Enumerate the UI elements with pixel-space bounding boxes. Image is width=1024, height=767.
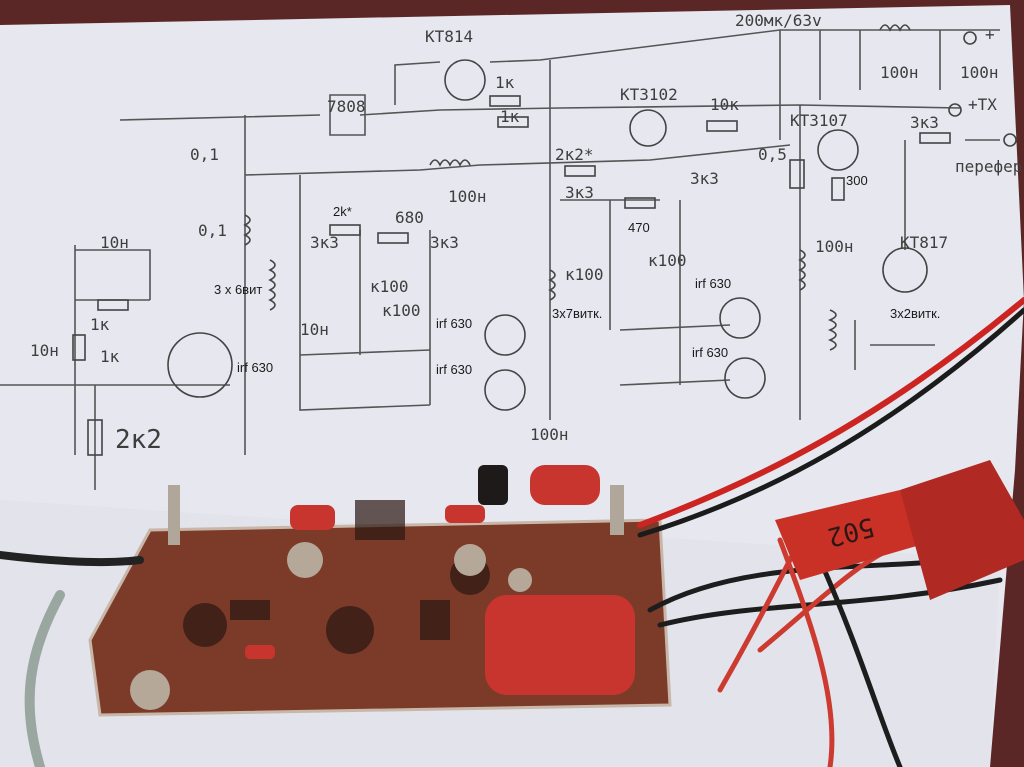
label-r680: 680 bbox=[395, 208, 424, 227]
label-c10n-a: 10н bbox=[100, 233, 129, 252]
label-k100-d: к100 bbox=[648, 251, 687, 270]
label-r300: 300 bbox=[846, 173, 868, 188]
label-kt3102: КТ3102 bbox=[620, 85, 678, 104]
label-perefer: перефер bbox=[955, 157, 1022, 176]
label-r1k-a: 1к bbox=[495, 73, 515, 92]
schematic-components bbox=[72, 24, 1017, 456]
label-r3k3-top: 3к3 bbox=[910, 113, 939, 132]
label-plus: + bbox=[985, 25, 995, 44]
label-kt3107: КТ3107 bbox=[790, 111, 848, 130]
handwritten-labels: КТ814 200мк/63v + КТ3102 10к +TX КТ3107 … bbox=[30, 11, 1022, 455]
label-r1k-left: 1к bbox=[90, 315, 110, 334]
label-c10n-b: 10н bbox=[300, 320, 329, 339]
label-turns6: 3 x 6вит bbox=[214, 282, 262, 297]
label-irf-left: irf 630 bbox=[237, 360, 273, 375]
label-turns2: 3x2витк. bbox=[890, 306, 940, 321]
label-cap-top: 200мк/63v bbox=[735, 11, 822, 30]
label-c100n-a: 100н bbox=[448, 187, 487, 206]
label-irf-mid-bot: irf 630 bbox=[436, 362, 472, 377]
label-irf-right-top: irf 630 bbox=[695, 276, 731, 291]
label-c100n-d: 100н bbox=[960, 63, 999, 82]
label-kt814: КТ814 bbox=[425, 27, 473, 46]
pcb-board bbox=[88, 465, 672, 717]
typed-labels: 3 x 6вит 2k* irf 630 irf 630 irf 630 3x7… bbox=[214, 173, 948, 377]
label-tx: +TX bbox=[968, 95, 997, 114]
label-c01-b: 0,1 bbox=[198, 221, 227, 240]
label-k100-c: к100 bbox=[565, 265, 604, 284]
label-r3k3-b: 3к3 bbox=[690, 169, 719, 188]
label-kt817: КТ817 bbox=[900, 233, 948, 252]
label-c100n-c: 100н bbox=[880, 63, 919, 82]
label-c100n-e: 100н bbox=[815, 237, 854, 256]
label-k100-a: к100 bbox=[370, 277, 409, 296]
label-r2k2star: 2к2* bbox=[555, 145, 594, 164]
label-irf-right-bot: irf 630 bbox=[692, 345, 728, 360]
label-irf-mid-top: irf 630 bbox=[436, 316, 472, 331]
label-k100-b: к100 bbox=[382, 301, 421, 320]
label-r1k-left2: 1к bbox=[100, 347, 120, 366]
label-r2kstar: 2k* bbox=[333, 204, 352, 219]
label-r3k3-d: 3к3 bbox=[430, 233, 459, 252]
label-c10n-left: 10н bbox=[30, 341, 59, 360]
label-r470: 470 bbox=[628, 220, 650, 235]
label-turns7: 3x7витк. bbox=[552, 306, 602, 321]
label-r3k3-c: 3к3 bbox=[310, 233, 339, 252]
label-r1k-b: 1к bbox=[500, 107, 520, 126]
label-r05: 0,5 bbox=[758, 145, 787, 164]
label-7808: 7808 bbox=[327, 97, 366, 116]
label-r10k: 10к bbox=[710, 95, 739, 114]
label-c01-a: 0,1 bbox=[190, 145, 219, 164]
label-r2k2: 2к2 bbox=[115, 425, 162, 455]
label-r3k3-a: 3к3 bbox=[565, 183, 594, 202]
red-capacitor: 502 bbox=[775, 460, 1024, 600]
label-c100n-b: 100н bbox=[530, 425, 569, 444]
